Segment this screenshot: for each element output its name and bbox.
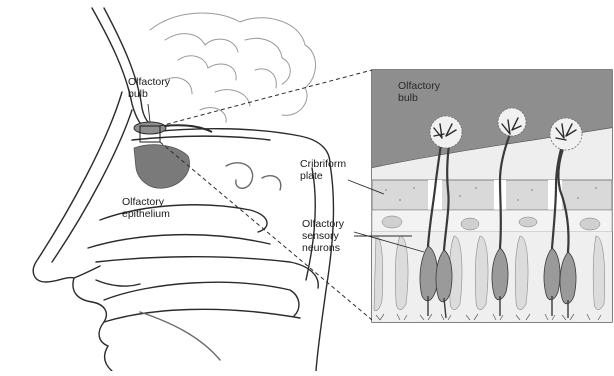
cribriform-line xyxy=(132,136,270,140)
cribriform-plate xyxy=(372,180,612,210)
inset-panel xyxy=(372,70,612,322)
zoom-line-top xyxy=(160,70,372,126)
lower-lip xyxy=(99,322,108,346)
skull-inner-line xyxy=(104,8,156,128)
glomerulus-2 xyxy=(498,108,526,136)
chin xyxy=(105,346,112,371)
olfactory-epithelium-patch xyxy=(134,145,190,189)
label-olfactory-sensory-neurons: Olfactory sensory neurons xyxy=(302,218,344,254)
skull-outline xyxy=(92,8,150,132)
nostril xyxy=(74,266,100,278)
label-cribriform-plate: Cribriform plate xyxy=(300,158,346,182)
jaw-curve xyxy=(140,312,220,360)
mouth-floor xyxy=(104,309,300,322)
cribriform-plate-band xyxy=(372,180,612,210)
glomerulus-1 xyxy=(430,116,462,148)
label-olfactory-bulb-inset: Olfactory bulb xyxy=(398,80,440,104)
label-olfactory-epithelium: Olfactory epithelium xyxy=(122,196,170,220)
sinus-curl xyxy=(226,163,253,188)
leader-bulb-head xyxy=(148,104,150,122)
turbinate-lower xyxy=(88,235,270,248)
palate xyxy=(96,257,318,288)
brain-folds xyxy=(150,13,316,122)
nasal-bone-inner xyxy=(52,110,132,262)
olfactory-bulb-small xyxy=(134,122,166,134)
label-olfactory-bulb-head: Olfactory bulb xyxy=(128,76,170,100)
glomerulus-3 xyxy=(550,118,582,150)
teeth-upper xyxy=(96,280,140,286)
upper-lip xyxy=(73,278,106,322)
head-cross-section xyxy=(33,8,333,371)
neuron-bodies xyxy=(420,246,576,304)
lamina-propria xyxy=(372,210,612,232)
tongue xyxy=(104,282,299,316)
sinus-curl-2 xyxy=(262,176,281,190)
pharynx-wall xyxy=(316,164,333,371)
nose-profile xyxy=(33,92,122,282)
